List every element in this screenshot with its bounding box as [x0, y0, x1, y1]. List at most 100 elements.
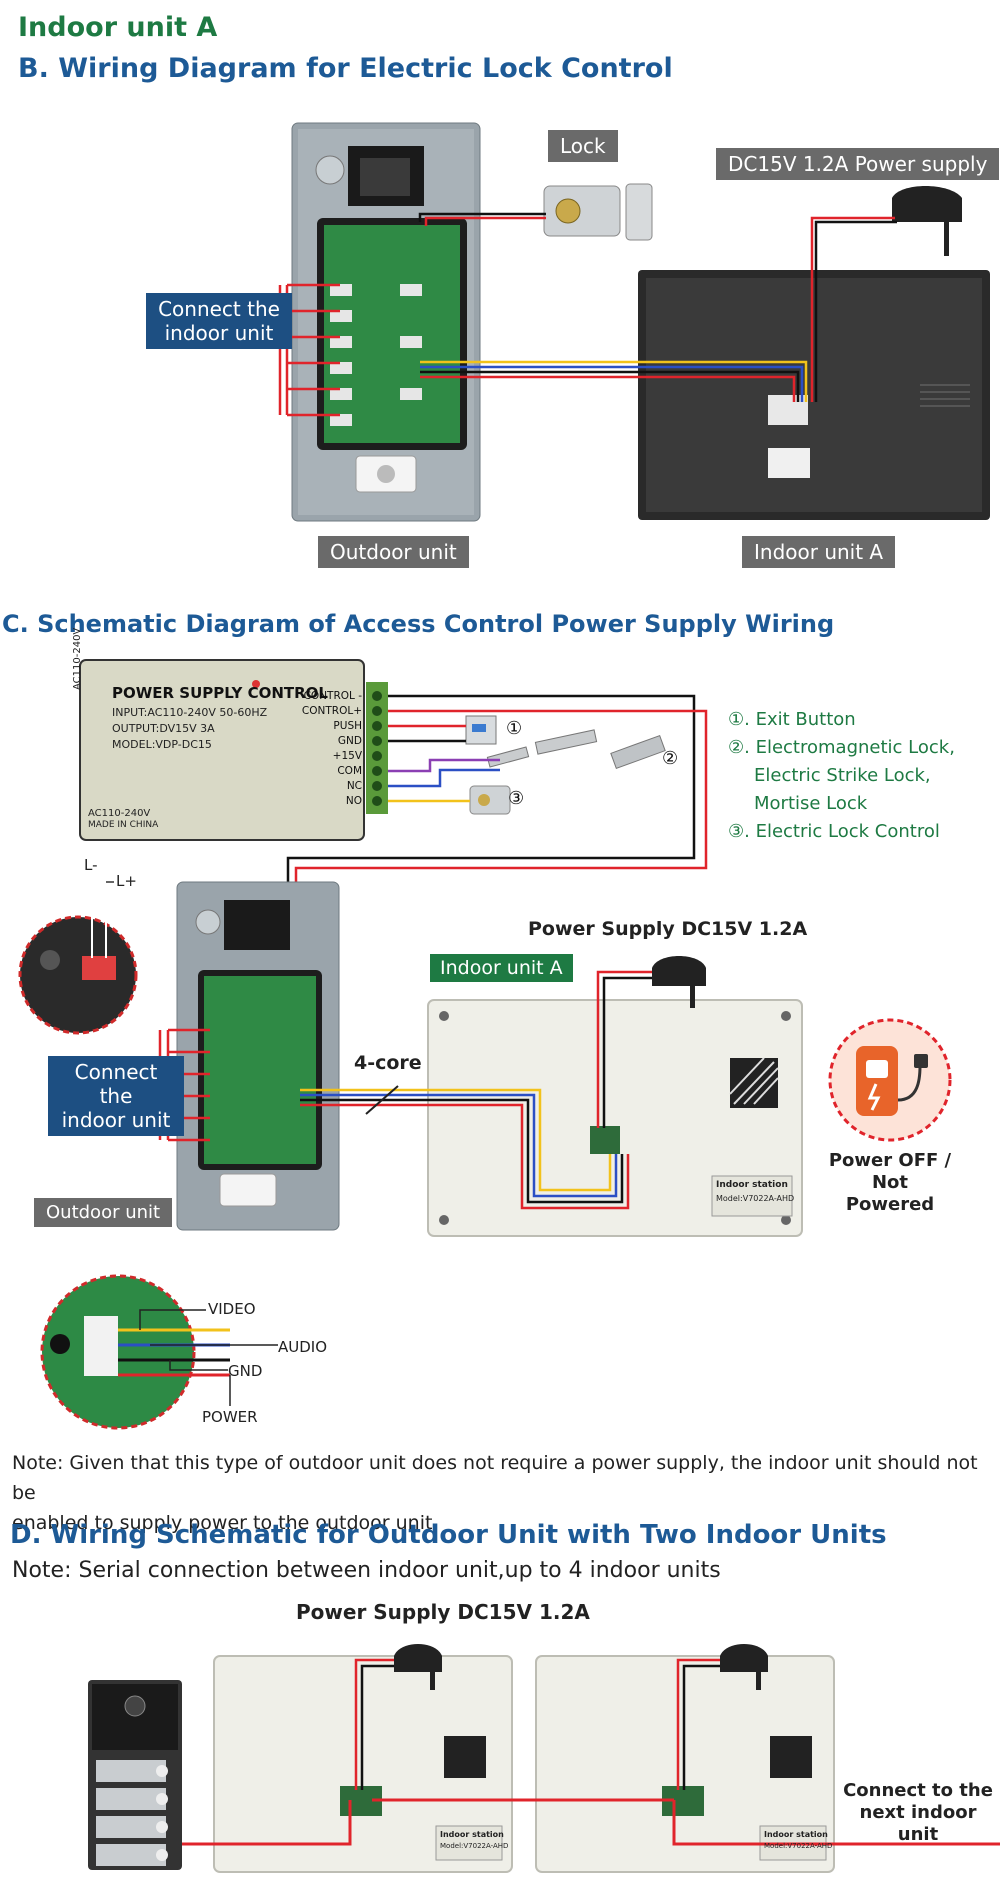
next-indoor-label-line1: Connect to the: [843, 1780, 993, 1801]
indoor-unit-a-b: [638, 270, 990, 520]
indoor-station-label-d2: Indoor station: [764, 1830, 828, 1839]
psu-bottom-text2: MADE IN CHINA: [88, 820, 159, 830]
terminal-no: NO: [345, 795, 362, 807]
indoor-wire-yellow: [420, 360, 808, 402]
indoor-wire-blue: [420, 365, 804, 402]
connect-indoor-label-b-line1: Connect the: [158, 297, 280, 321]
terminal-com: COM: [337, 765, 362, 777]
terminal-15v: +15V: [332, 750, 362, 762]
d1-power-black: [360, 1664, 394, 1790]
indoor-c-power-red: [596, 970, 652, 1128]
indoor-unit-a-label-b: Indoor unit A: [742, 536, 896, 568]
zoom-pin-circle: [40, 1274, 278, 1430]
d1-power-red: [354, 1658, 394, 1790]
psu-wire-nc: [388, 768, 500, 788]
power-off-icon: [828, 1018, 952, 1142]
plug-adapter-icon-c: [652, 956, 706, 1008]
legend-item-2-line3: Mortise Lock: [754, 793, 868, 814]
power-wire-red: [810, 216, 895, 402]
legend-item-3: ③. Electric Lock Control: [728, 821, 940, 842]
connect-indoor-label-c-line1: Connect the: [74, 1060, 158, 1108]
psu-bottom-text1: AC110-240V: [88, 808, 151, 819]
four-core-label: 4-core: [354, 1052, 422, 1074]
zoom-lock-terminal-circle: [18, 870, 138, 1035]
outdoor-unit-c: [176, 881, 340, 1231]
page-title: Indoor unit A: [18, 12, 218, 43]
connect-indoor-label-b-line2: indoor unit: [164, 321, 274, 345]
plug-adapter-icon-d1: [394, 1644, 442, 1690]
power-wire-black: [814, 220, 897, 402]
four-core-slash: [365, 1085, 399, 1115]
core-wire-blue: [300, 1093, 618, 1198]
plug-adapter-icon-d2: [720, 1644, 768, 1690]
pin-label-power: POWER: [202, 1408, 258, 1426]
terminal-gnd: GND: [337, 735, 362, 747]
terminal-push: PUSH: [333, 720, 362, 732]
power-supply-label-d: Power Supply DC15V 1.2A: [296, 1600, 590, 1624]
next-indoor-label-line2: next indoor unit: [859, 1802, 977, 1845]
connect-indoor-label-b: Connect the indoor unit: [146, 293, 292, 349]
section-d-note: Note: Serial connection between indoor u…: [12, 1558, 721, 1583]
section-b-diagram: [278, 122, 990, 522]
connect-indoor-label-c-line2: indoor unit: [61, 1108, 171, 1132]
legend: ①. Exit Button ②. Electromagnetic Lock, …: [728, 706, 955, 846]
psu-terminal-labels: CONTROL - CONTROL+ PUSH GND +15V COM NC …: [288, 689, 362, 809]
psu-input: INPUT:AC110-240V 50-60HZ: [112, 706, 268, 719]
section-c-note: Note: Given that this type of outdoor un…: [12, 1448, 992, 1538]
legend-item-1: ①. Exit Button: [728, 709, 856, 730]
core-wire-black: [300, 1098, 624, 1204]
indoor-model-label-d2: Model:V7022A-AHD: [764, 1842, 833, 1850]
legend-item-2-line2: Electric Strike Lock,: [754, 765, 931, 786]
section-b-heading: B. Wiring Diagram for Electric Lock Cont…: [18, 53, 673, 84]
indoor-station-label-d1: Indoor station: [440, 1830, 504, 1839]
marker-2: ②: [662, 748, 679, 769]
electromagnetic-lock-icon: [610, 734, 666, 770]
marker-3: ③: [508, 788, 525, 809]
psu-output: OUTPUT:DV15V 3A: [112, 722, 215, 735]
l-plus-label: L+: [116, 872, 137, 890]
legend-item-2-line1: ②. Electromagnetic Lock,: [728, 737, 955, 758]
outdoor-unit-b: [291, 122, 481, 522]
d2-power-black: [682, 1664, 720, 1790]
l-minus-label: L-: [84, 856, 98, 874]
psu-model: MODEL:VDP-DC15: [112, 738, 212, 751]
lock-wire-red: [424, 216, 546, 226]
power-supply-label-c: Power Supply DC15V 1.2A: [528, 918, 808, 940]
power-off-label-line1: Power OFF /: [828, 1150, 952, 1171]
psu-title: POWER SUPPLY CONTROL: [112, 684, 328, 702]
psu-side-text: AC110-240V: [72, 627, 83, 690]
indoor-unit-a-label-c: Indoor unit A: [430, 954, 573, 982]
indoor-wire-red: [420, 375, 796, 402]
power-off-label-line2: Not Powered: [845, 1172, 935, 1215]
indoor-model-label-d1: Model:V7022A-AHD: [440, 1842, 509, 1850]
section-c-note-line2: enabled to supply power to the outdoor u…: [12, 1512, 439, 1534]
lock-label: Lock: [548, 130, 618, 162]
marker-1: ①: [506, 718, 523, 739]
electric-strike-lock-icon: [486, 729, 598, 768]
outdoor-unit-d: [88, 1680, 182, 1870]
d2-power-red: [676, 1658, 720, 1790]
indoor-station-label-c: Indoor station: [716, 1180, 788, 1190]
power-supply-label-b: DC15V 1.2A Power supply: [716, 148, 1000, 180]
terminal-control-plus: CONTROL+: [301, 705, 362, 717]
indoor-wire-black: [420, 370, 800, 402]
lock-icon: [543, 183, 653, 241]
terminal-nc: NC: [346, 780, 362, 792]
pin-label-video: VIDEO: [208, 1300, 256, 1318]
outdoor-unit-b-terminals: [330, 284, 422, 426]
power-off-label: Power OFF / Not Powered: [828, 1150, 952, 1216]
section-d-heading: D. Wiring Schematic for Outdoor Unit wit…: [10, 1520, 887, 1550]
terminal-control-minus: CONTROL -: [303, 690, 362, 702]
electric-lock-control-icon: [469, 785, 511, 815]
next-indoor-label: Connect to the next indoor unit: [838, 1780, 998, 1846]
indoor-c-power-black: [602, 976, 652, 1128]
outdoor-unit-label-b: Outdoor unit: [318, 536, 469, 568]
lock-wire-black: [418, 212, 546, 222]
psu-wire-com: [388, 758, 500, 773]
pin-label-audio: AUDIO: [278, 1338, 328, 1356]
d-outdoor-to-indoor-wire: [182, 1800, 352, 1846]
hatch-speaker-icon: [729, 1057, 779, 1108]
section-c-heading: C. Schematic Diagram of Access Control P…: [2, 610, 835, 638]
exit-button-icon: [465, 715, 497, 745]
